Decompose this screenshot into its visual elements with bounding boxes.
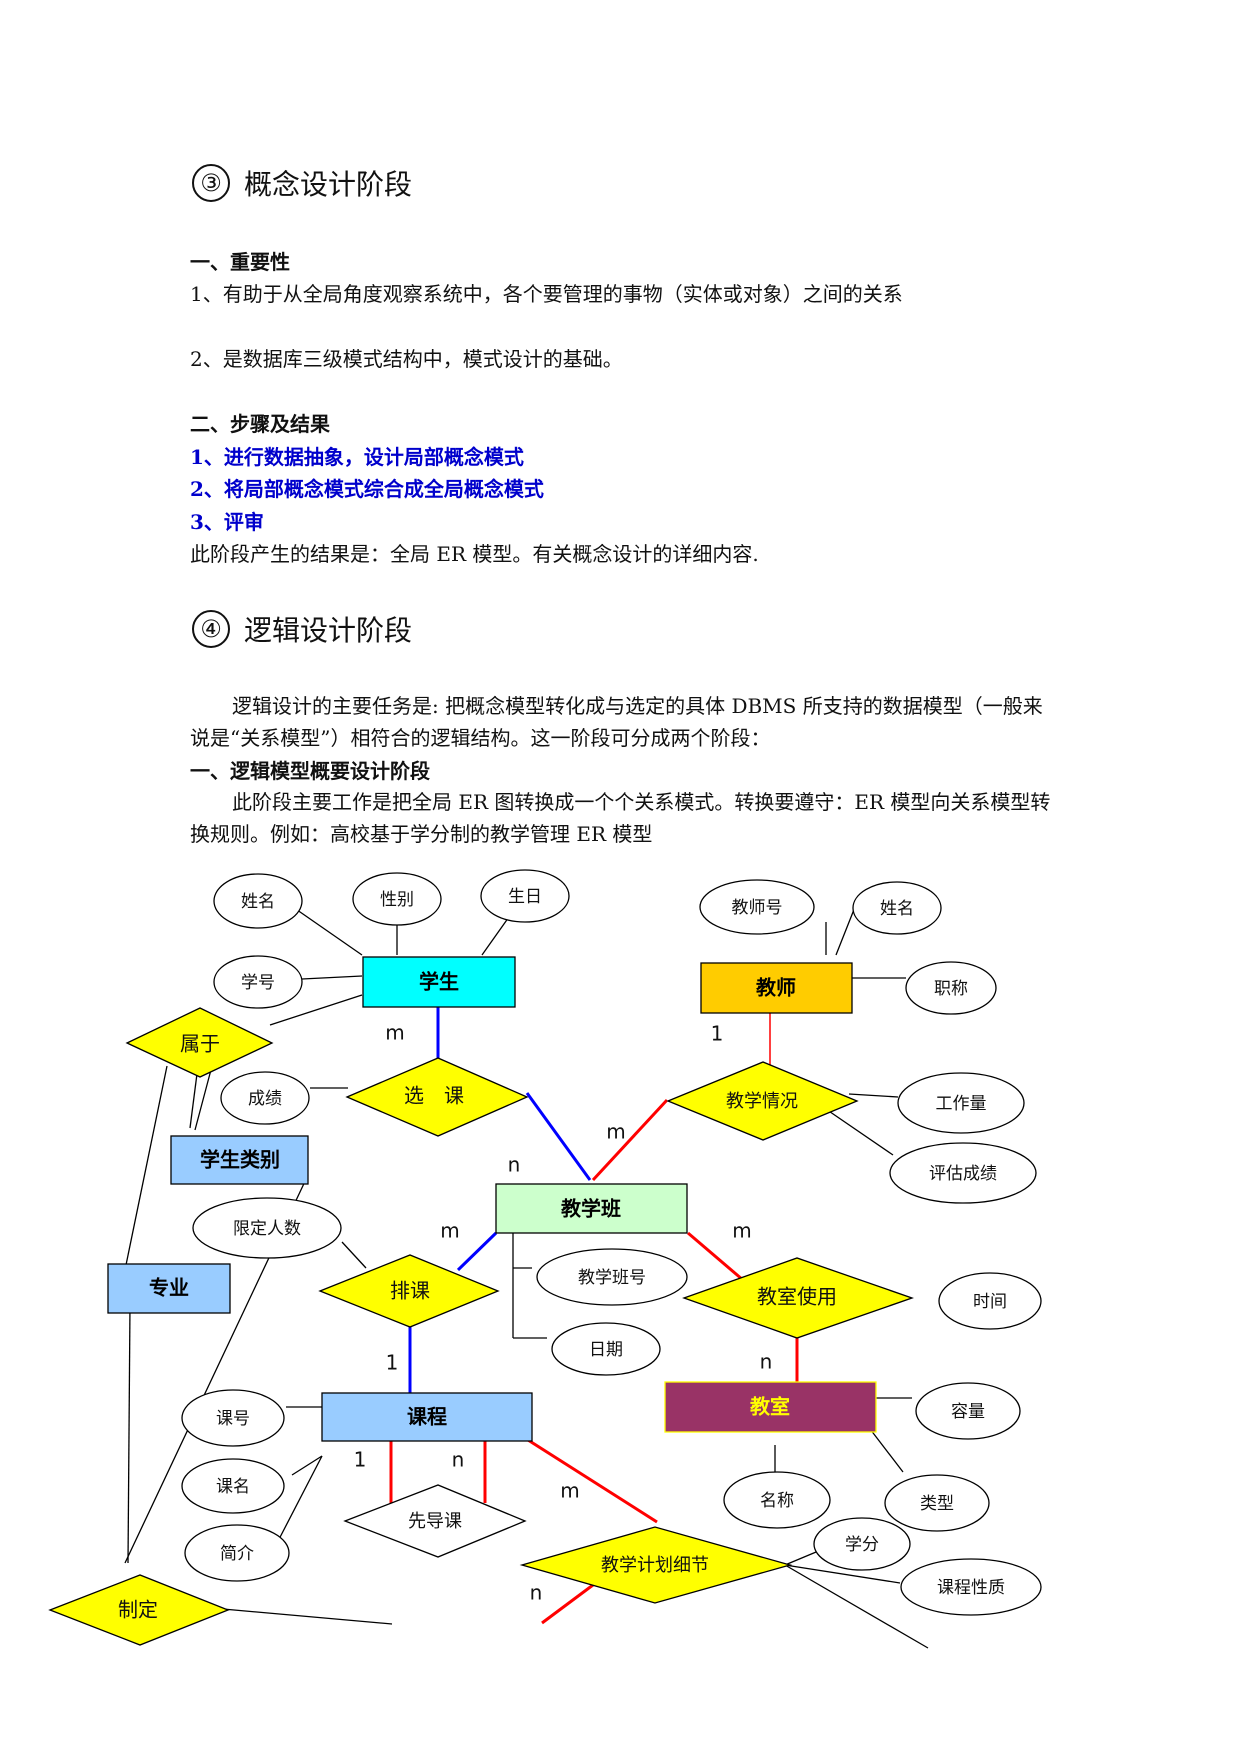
attr-teacher-name: 姓名 xyxy=(880,899,914,919)
er-entity-shapes xyxy=(107,956,877,1442)
logic-subheading: 一、逻辑模型概要设计阶段 xyxy=(190,759,430,783)
attr-teacher-title: 职称 xyxy=(934,979,968,999)
entity-student-type: 学生类别 xyxy=(200,1148,280,1172)
card-select-m: m xyxy=(385,1021,404,1045)
card-teaching-m: m xyxy=(606,1120,625,1144)
relation-belongs: 属于 xyxy=(180,1032,220,1056)
steps-heading: 二、步骤及结果 xyxy=(190,412,330,436)
attr-course-intro: 简介 xyxy=(220,1544,254,1564)
entity-teacher: 教师 xyxy=(756,976,796,1000)
card-teaching-1: 1 xyxy=(711,1022,724,1046)
relation-plan-detail: 教学计划细节 xyxy=(601,1555,709,1576)
attr-student-name: 姓名 xyxy=(241,892,275,912)
card-schedule-1: 1 xyxy=(386,1351,399,1375)
attr-room-name: 名称 xyxy=(760,1491,794,1511)
steps-result: 此阶段产生的结果是：全局 ER 模型。有关概念设计的详细内容. xyxy=(190,542,759,566)
card-plan-m: m xyxy=(560,1479,579,1503)
attr-limit: 限定人数 xyxy=(233,1219,301,1239)
logic-description: 此阶段主要工作是把全局 ER 图转换成一个个关系模式。转换要遵守：ER 模型向关… xyxy=(190,790,1051,846)
card-prereq-n: n xyxy=(452,1448,465,1472)
er-attribute-shapes xyxy=(181,869,1042,1616)
attr-course-nature: 课程性质 xyxy=(937,1578,1005,1598)
logic-intro: 逻辑设计的主要任务是: 把概念模型转化成与选定的具体 DBMS 所支持的数据模型… xyxy=(190,694,1043,750)
card-schedule-m: m xyxy=(440,1219,459,1243)
attr-evaluation: 评估成绩 xyxy=(929,1164,997,1184)
attr-student-gender: 性别 xyxy=(380,890,414,910)
attr-grade: 成绩 xyxy=(248,1089,282,1109)
entity-major: 专业 xyxy=(149,1276,189,1300)
attr-room-type: 类型 xyxy=(920,1494,954,1514)
card-plan-n: n xyxy=(530,1581,543,1605)
section-3-heading: ③ 概念设计阶段 xyxy=(192,163,412,203)
relation-make: 制定 xyxy=(118,1598,158,1622)
relation-schedule: 排课 xyxy=(390,1279,430,1303)
attr-time: 时间 xyxy=(973,1292,1007,1312)
er-relationship-shapes xyxy=(48,1007,914,1646)
attr-course-no: 课号 xyxy=(216,1409,250,1429)
attr-teacher-no: 教师号 xyxy=(732,898,783,918)
attr-date: 日期 xyxy=(589,1340,623,1360)
attr-student-no: 学号 xyxy=(241,973,275,993)
relation-prereq: 先导课 xyxy=(408,1511,462,1532)
entity-course: 课程 xyxy=(407,1405,447,1429)
relation-room-use: 教室使用 xyxy=(757,1285,837,1309)
relation-select: 选 课 xyxy=(404,1084,464,1108)
attr-student-birthday: 生日 xyxy=(508,887,542,907)
importance-point-2: 2、是数据库三级模式结构中，模式设计的基础。 xyxy=(190,347,623,371)
entity-classroom: 教室 xyxy=(750,1395,790,1419)
entity-student: 学生 xyxy=(419,970,459,994)
er-colored-links xyxy=(389,960,799,1625)
step-1: 1、进行数据抽象，设计局部概念模式 xyxy=(190,445,524,469)
attr-credit: 学分 xyxy=(845,1535,879,1555)
attr-workload: 工作量 xyxy=(936,1094,987,1114)
section-4-heading: ④ 逻辑设计阶段 xyxy=(192,609,412,649)
attr-course-name: 课名 xyxy=(216,1477,250,1497)
card-use-n: n xyxy=(760,1350,773,1374)
card-use-m: m xyxy=(732,1219,751,1243)
step-3: 3、评审 xyxy=(190,510,264,534)
card-select-n: n xyxy=(508,1153,521,1177)
relation-teaching: 教学情况 xyxy=(726,1091,798,1112)
section-title: 逻辑设计阶段 xyxy=(244,614,413,647)
attr-capacity: 容量 xyxy=(951,1402,985,1422)
card-prereq-1: 1 xyxy=(354,1448,367,1472)
importance-heading: 一、重要性 xyxy=(190,250,290,274)
section-number: ④ xyxy=(192,610,230,648)
attr-class-no: 教学班号 xyxy=(578,1268,646,1288)
section-number: ③ xyxy=(192,164,230,202)
importance-point-1: 1、有助于从全局角度观察系统中，各个要管理的事物（实体或对象）之间的关系 xyxy=(190,282,903,306)
entity-teaching-class: 教学班 xyxy=(561,1197,621,1221)
step-2: 2、将局部概念模式综合成全局概念模式 xyxy=(190,477,544,501)
er-connectors xyxy=(124,904,929,1649)
section-title: 概念设计阶段 xyxy=(244,168,413,201)
